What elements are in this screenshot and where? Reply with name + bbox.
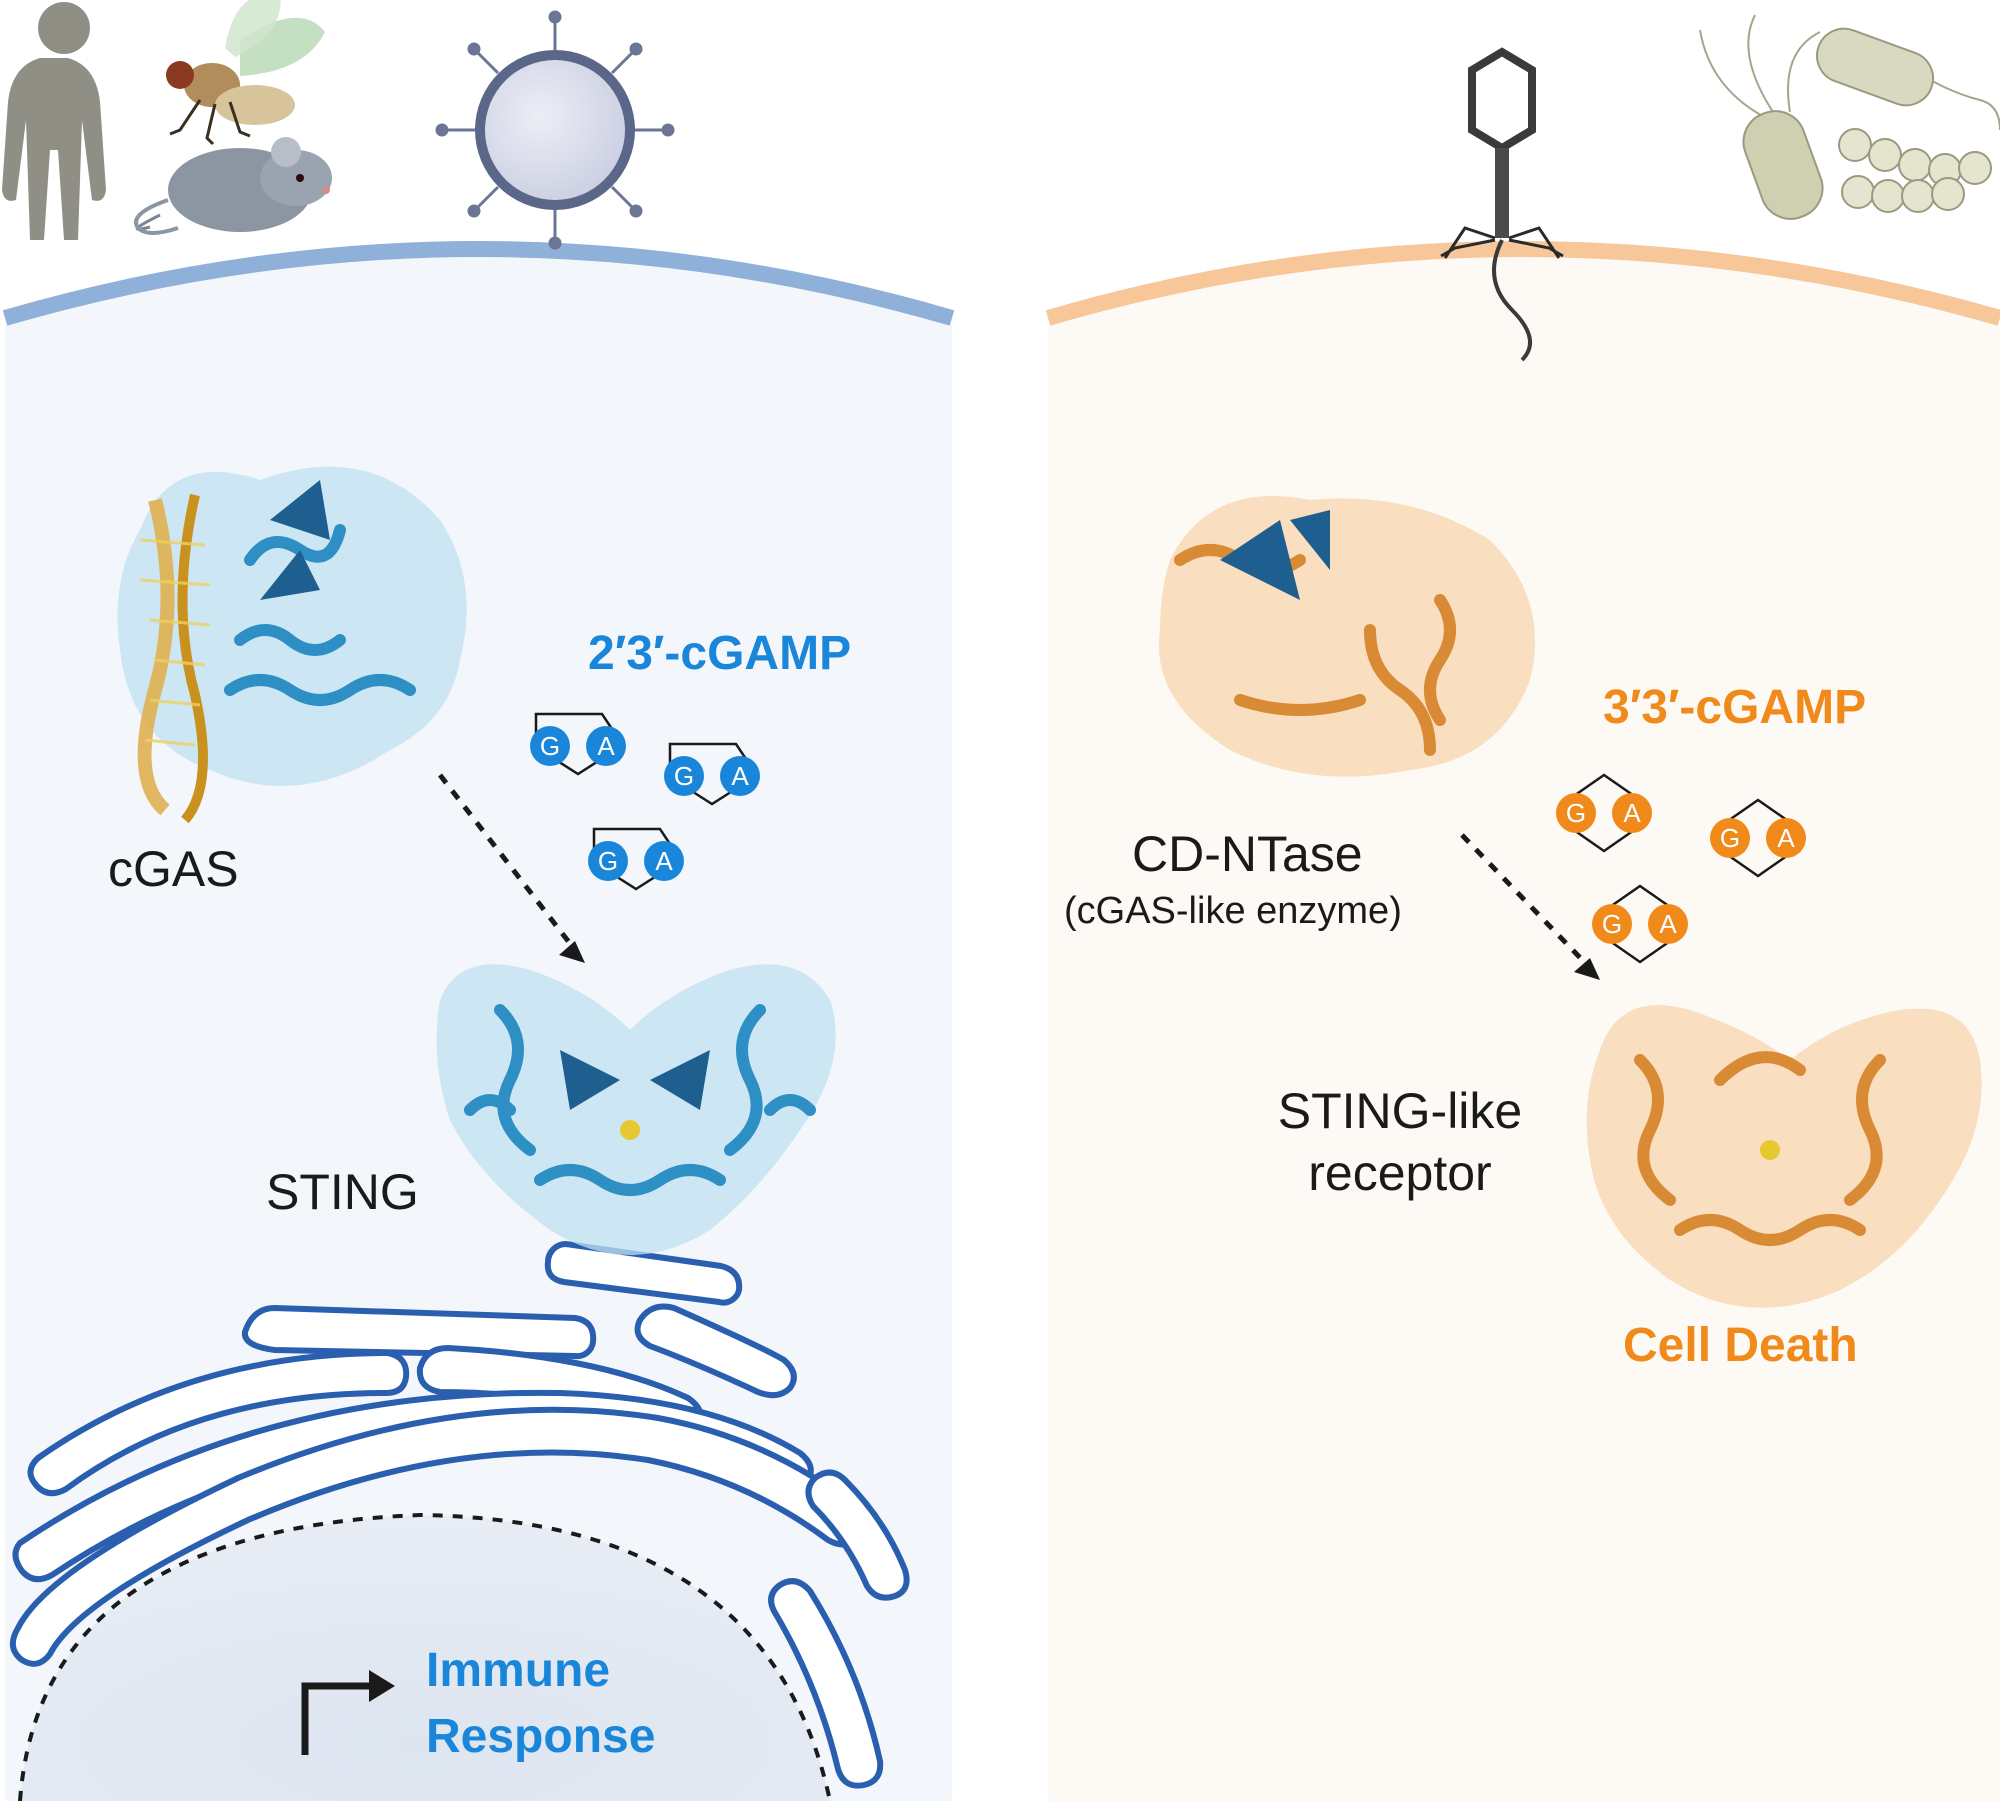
virus-icon: [435, 10, 675, 250]
nucleotide-circle: [1710, 818, 1750, 858]
label-cd-ntase: CD-NTase: [1132, 826, 1363, 882]
nucleotide-circle: [588, 841, 628, 881]
nucleotide-circle: [720, 756, 760, 796]
sting-structure: [436, 964, 836, 1255]
nucleotide-letter: A: [1777, 823, 1795, 853]
nucleotide-circle: [1766, 818, 1806, 858]
nucleotide-letter: G: [1720, 823, 1740, 853]
nucleotide-circle: [530, 726, 570, 766]
nucleotide-letter: A: [655, 846, 673, 876]
cd-ntase-structure: [1158, 496, 1535, 777]
fly-icon: [166, 0, 325, 146]
label-receptor: receptor: [1308, 1145, 1492, 1201]
cgas-structure: [117, 466, 467, 824]
nucleotide-circle: [664, 756, 704, 796]
mouse-icon: [134, 137, 332, 235]
nucleotide-letter: G: [598, 846, 618, 876]
label-immune: Immune: [426, 1644, 611, 1697]
label-cgas: cGAS: [108, 841, 239, 897]
human-icon: [2, 2, 106, 240]
nucleotide-letter: A: [1659, 909, 1677, 939]
nucleotide-letter: G: [1602, 909, 1622, 939]
transcription-arrow-icon: [301, 1670, 395, 1755]
nucleotide-circle: [644, 841, 684, 881]
endoplasmic-reticulum: [9, 1240, 910, 1789]
phage-icon: [1440, 47, 1564, 362]
label-sting-like: STING-like: [1277, 1083, 1523, 1139]
sting-like-receptor-structure: [1586, 1005, 1982, 1308]
label-3-3-cgamp: 3′3′-cGAMP: [1603, 681, 1867, 734]
plasma-membrane-bacteria: [1045, 241, 2000, 326]
nucleotide-letter: A: [597, 731, 615, 761]
arrow-cdntase-to-receptor: [1460, 833, 1600, 980]
nucleotide-letter: G: [1566, 798, 1586, 828]
nucleotide-circle: [586, 726, 626, 766]
plasma-membrane-eukaryote: [2, 241, 955, 326]
label-cell-death: Cell Death: [1623, 1319, 1858, 1372]
label-2-3-cgamp: 2′3′-cGAMP: [588, 627, 852, 680]
bacteria-icon: [1699, 14, 2000, 220]
label-cgas-like-enzyme: (cGAS-like enzyme): [1064, 890, 1402, 932]
nucleotide-letter: G: [540, 731, 560, 761]
arrow-cgas-to-sting: [438, 773, 585, 963]
nucleotide-circle: [1556, 793, 1596, 833]
nucleotide-letter: G: [674, 761, 694, 791]
nucleus: [18, 1512, 832, 1801]
nucleotide-letter: A: [731, 761, 749, 791]
nucleotide-circle: [1612, 793, 1652, 833]
label-immune-response: Immune Response: [426, 1638, 655, 1770]
nucleotide-letter: A: [1623, 798, 1641, 828]
label-sting-like-receptor: STING-like receptor: [1250, 1080, 1550, 1204]
nucleotide-circle: [1648, 904, 1688, 944]
label-sting: STING: [266, 1164, 419, 1220]
label-response: Response: [426, 1710, 656, 1763]
nucleotide-circle: [1592, 904, 1632, 944]
